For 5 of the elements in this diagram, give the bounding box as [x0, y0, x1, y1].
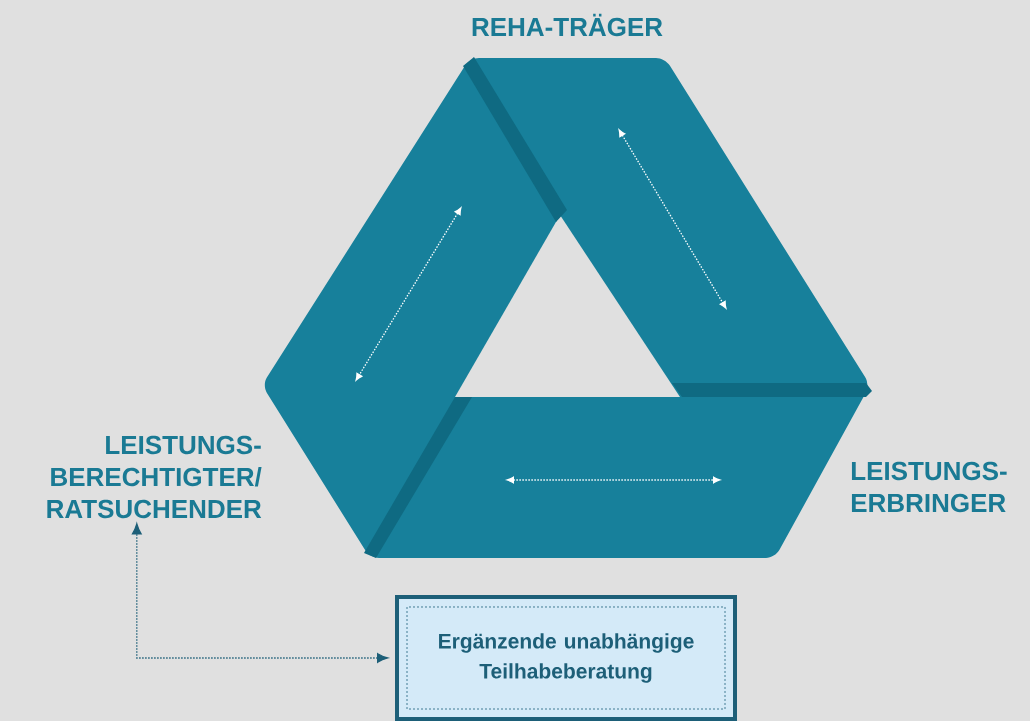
info-box: Ergänzende unabhängige Teilhabeberatung — [395, 595, 737, 721]
elbow-arrow — [131, 523, 389, 663]
corner-label: REHA-TRÄGER — [472, 13, 663, 37]
corner-label: LEISTUNGS- ERBRINGER — [851, 461, 1007, 513]
corner-label: LEISTUNGS- BERECHTIGTER/ RATSUCHENDER — [47, 435, 262, 519]
